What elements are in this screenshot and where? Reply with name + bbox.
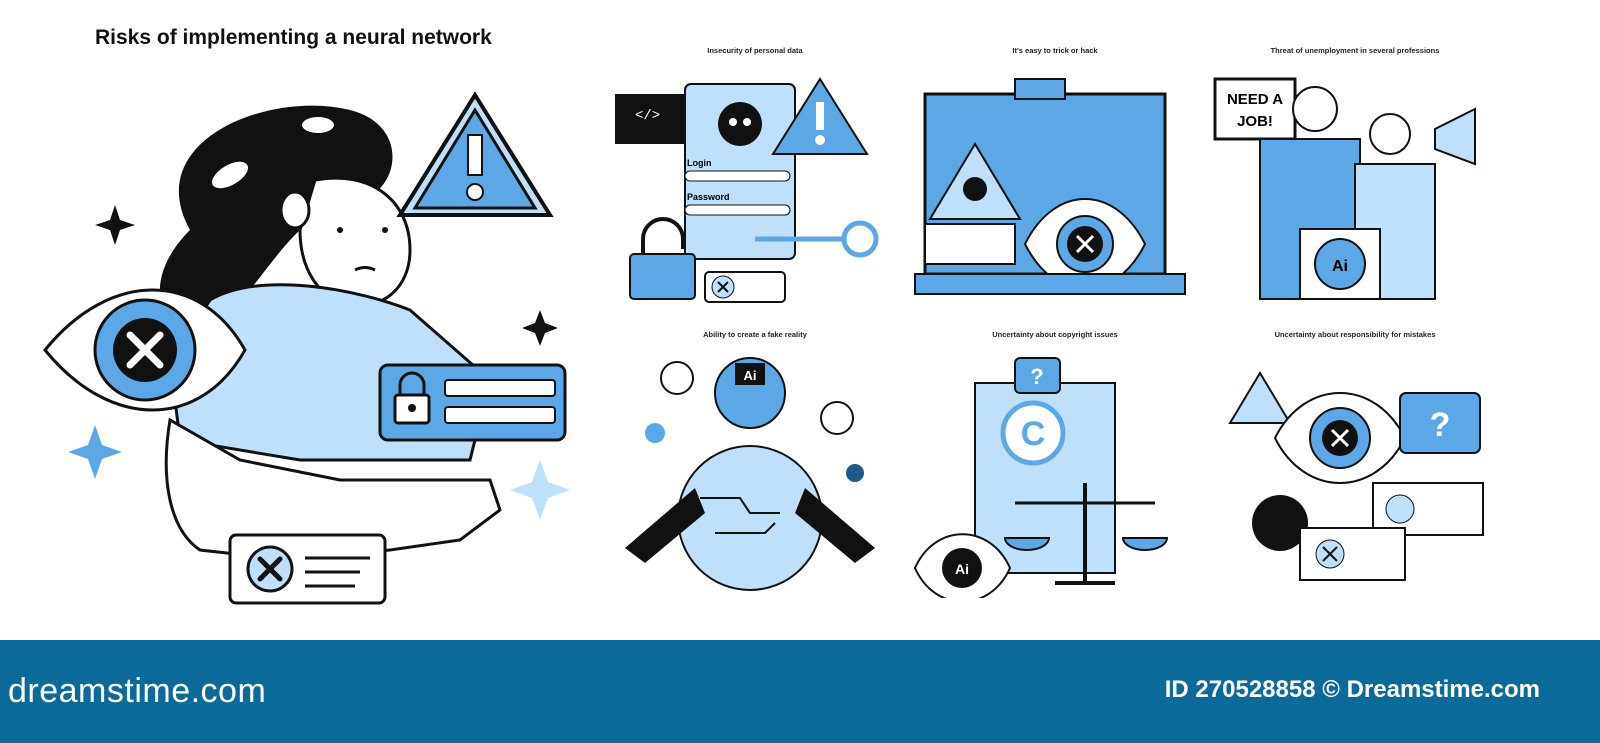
bomb-icon <box>1252 495 1308 551</box>
responsibility-illustration: ? <box>1228 371 1484 581</box>
sparkle-icon <box>68 425 122 479</box>
question-mark: ? <box>1030 364 1043 389</box>
robot-head <box>714 357 786 429</box>
panel-title: Insecurity of personal data <box>707 46 803 55</box>
question-mark: ? <box>1430 406 1451 444</box>
sparkle-icon <box>95 205 135 245</box>
megaphone-icon <box>1434 107 1476 166</box>
lock-icon <box>629 217 696 300</box>
panel-copyright: Uncertainty about copyright issues C ? A… <box>905 330 1205 600</box>
code-tag: </> <box>635 108 660 124</box>
panel-title: Threat of unemployment in several profes… <box>1270 46 1440 55</box>
ai-badge: Ai <box>955 561 969 577</box>
sign <box>1213 77 1297 141</box>
copyright-illustration: C ? Ai <box>913 357 1169 598</box>
panel-title: Ability to create a fake reality <box>703 330 807 339</box>
hair <box>159 105 393 328</box>
copyright-symbol: C <box>1021 415 1046 453</box>
globe-icon <box>820 401 854 435</box>
globe-icon <box>660 361 694 395</box>
sign-line1: NEED A <box>1227 91 1283 108</box>
panel-unemployment: Threat of unemployment in several profes… <box>1205 46 1505 316</box>
password-label: Password <box>687 192 730 202</box>
sign-line2: JOB! <box>1237 113 1273 130</box>
warning-icon <box>1228 371 1292 424</box>
copyright-icon <box>1000 400 1066 466</box>
sparkle-icon <box>510 460 570 520</box>
face <box>298 176 412 308</box>
footer-bar: dreamstime.com ID 270528858 © Dreamstime… <box>0 640 1600 743</box>
fake-reality-illustration: Ai <box>625 357 875 591</box>
login-label: Login <box>687 158 712 168</box>
ai-badge: Ai <box>1332 258 1348 275</box>
question-bubble <box>1014 357 1061 394</box>
personal-data-illustration: </> Login Password <box>615 77 879 303</box>
error-card <box>1372 482 1484 536</box>
page-title: Risks of implementing a neural network <box>95 26 492 49</box>
panel-personal-data: Insecurity of personal data </> Login Pa… <box>605 46 905 316</box>
panel-title: Uncertainty about copyright issues <box>992 330 1118 339</box>
panel-title: Uncertainty about responsibility for mis… <box>1274 330 1436 339</box>
skull-icon <box>963 177 987 201</box>
panel-fake-reality: Ability to create a fake reality Ai <box>605 330 905 600</box>
hack-illustration <box>914 78 1186 295</box>
panel-hack: It's easy to trick or hack <box>905 46 1205 316</box>
panel-title: It's easy to trick or hack <box>1012 46 1098 55</box>
skull-icon <box>718 102 762 146</box>
world-globe <box>677 445 823 591</box>
hero-illustration <box>43 91 570 605</box>
sparkle-icon <box>522 310 558 346</box>
panel-responsibility: Uncertainty about responsibility for mis… <box>1205 330 1505 600</box>
stock-id: ID 270528858 © Dreamstime.com <box>1164 676 1540 703</box>
ai-badge: Ai <box>744 368 757 383</box>
question-bubble <box>1399 392 1481 454</box>
brand-text: dreamstime.com <box>8 672 267 710</box>
key-icon <box>755 220 879 258</box>
lock-icon <box>393 371 431 425</box>
arm <box>164 417 502 562</box>
unemployment-illustration: NEED A JOB! Ai <box>1213 77 1476 300</box>
brand-logo[interactable]: dreamstime.com <box>8 672 266 711</box>
